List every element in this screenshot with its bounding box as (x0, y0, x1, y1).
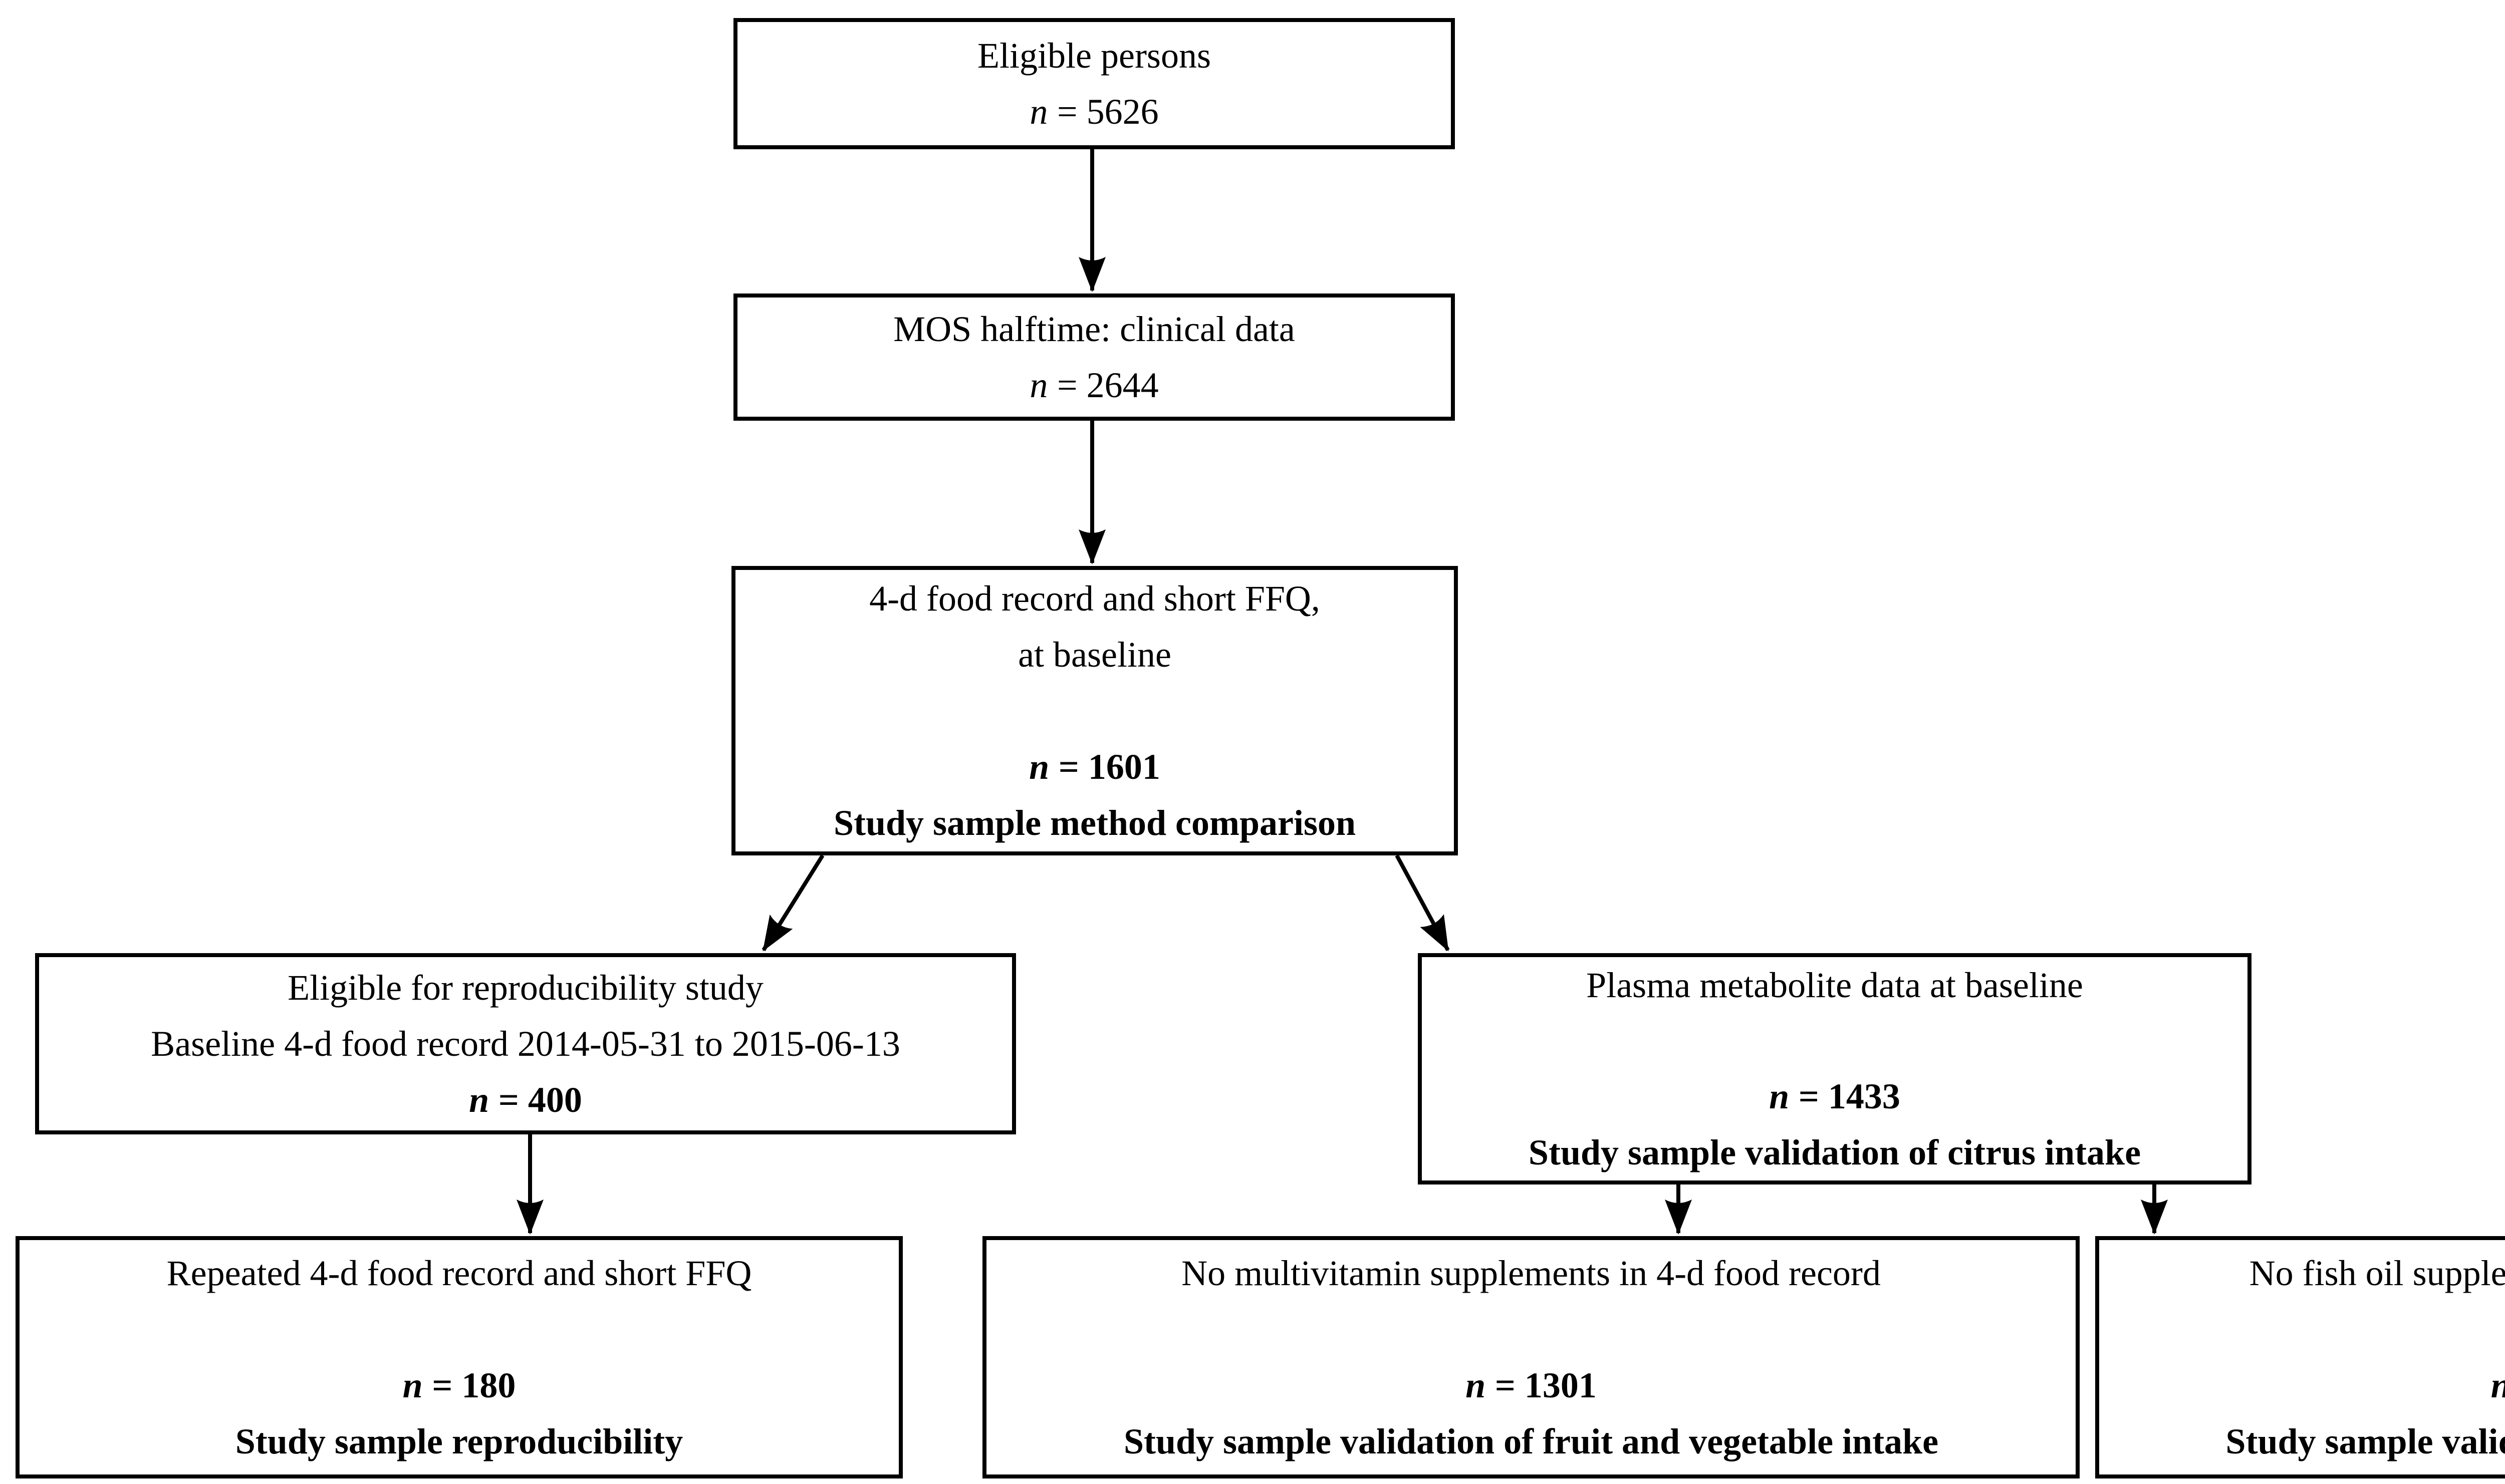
n-count: = 5626 (1057, 92, 1159, 132)
n-count: = 400 (498, 1080, 582, 1120)
box-no-fish-oil: No fish oil supplements in 4-d food reco… (2095, 1236, 2505, 1478)
n-count: = 1301 (1494, 1365, 1597, 1405)
spacer (1830, 1013, 1840, 1068)
spacer (454, 1301, 464, 1357)
arrow-baseline-to-repro-eligible (762, 854, 825, 952)
box-eligible-n: n= 5626 (1025, 84, 1163, 140)
box-baseline-title-line2: at baseline (1018, 635, 1171, 675)
n-count: = 1601 (1058, 747, 1160, 787)
box-multivitamin-n: n= 1301 (1460, 1357, 1602, 1413)
n-symbol: n (402, 1365, 423, 1405)
box-multivitamin-sample: Study sample validation of fruit and veg… (1123, 1421, 1939, 1461)
spacer (1090, 683, 1100, 739)
box-repeated-title: Repeated 4-d food record and short FFQ (166, 1253, 752, 1293)
box-plasma-sample: Study sample validation of citrus intake (1528, 1132, 2141, 1172)
n-count: = 180 (432, 1365, 516, 1405)
box-repro-elig-n: n= 400 (464, 1072, 587, 1128)
n-symbol: n (2491, 1365, 2505, 1405)
box-baseline-sample: Study sample method comparison (833, 803, 1356, 843)
box-fishoil-title: No fish oil supplements in 4-d food reco… (2249, 1253, 2505, 1293)
n-symbol: n (469, 1080, 489, 1120)
box-eligible-persons: Eligible persons n= 5626 (733, 18, 1455, 149)
box-plasma-n: n= 1433 (1764, 1068, 1905, 1124)
box-fishoil-sample: Study sample validation of fatty fish in… (2225, 1421, 2505, 1461)
box-eligible-title: Eligible persons (977, 36, 1211, 76)
box-repeated-food-record: Repeated 4-d food record and short FFQ n… (16, 1236, 903, 1478)
box-repro-elig-title-line2: Baseline 4-d food record 2014-05-31 to 2… (151, 1024, 900, 1064)
spacer (1526, 1301, 1536, 1357)
box-reproducibility-eligible: Eligible for reproducibility study Basel… (35, 953, 1016, 1134)
box-mos-halftime: MOS halftime: clinical data n= 2644 (733, 293, 1455, 421)
box-baseline-title-line1: 4-d food record and short FFQ, (869, 578, 1320, 619)
n-count: = 2644 (1057, 365, 1159, 405)
box-multivitamin-title: No multivitamin supplements in 4-d food … (1181, 1253, 1881, 1293)
box-repro-elig-title-line1: Eligible for reproducibility study (288, 968, 764, 1008)
box-repeated-n: n= 180 (398, 1357, 521, 1413)
box-baseline-n: n= 1601 (1024, 739, 1165, 795)
box-repeated-sample: Study sample reproducibility (235, 1421, 683, 1461)
n-symbol: n (1769, 1076, 1790, 1116)
box-baseline-food-record: 4-d food record and short FFQ, at baseli… (731, 566, 1458, 855)
box-fishoil-n: n= 1332 (2486, 1357, 2505, 1413)
box-mos-title: MOS halftime: clinical data (893, 309, 1295, 349)
n-symbol: n (1030, 365, 1048, 405)
n-symbol: n (1029, 747, 1050, 787)
box-mos-n: n= 2644 (1025, 357, 1163, 413)
n-symbol: n (1465, 1365, 1486, 1405)
n-count: = 1433 (1798, 1076, 1900, 1116)
n-symbol: n (1030, 92, 1048, 132)
box-no-multivitamin: No multivitamin supplements in 4-d food … (982, 1236, 2080, 1478)
box-plasma-title: Plasma metabolite data at baseline (1586, 965, 2083, 1005)
arrow-baseline-to-plasma (1395, 854, 1450, 952)
box-plasma-metabolite: Plasma metabolite data at baseline n= 14… (1418, 953, 2251, 1184)
